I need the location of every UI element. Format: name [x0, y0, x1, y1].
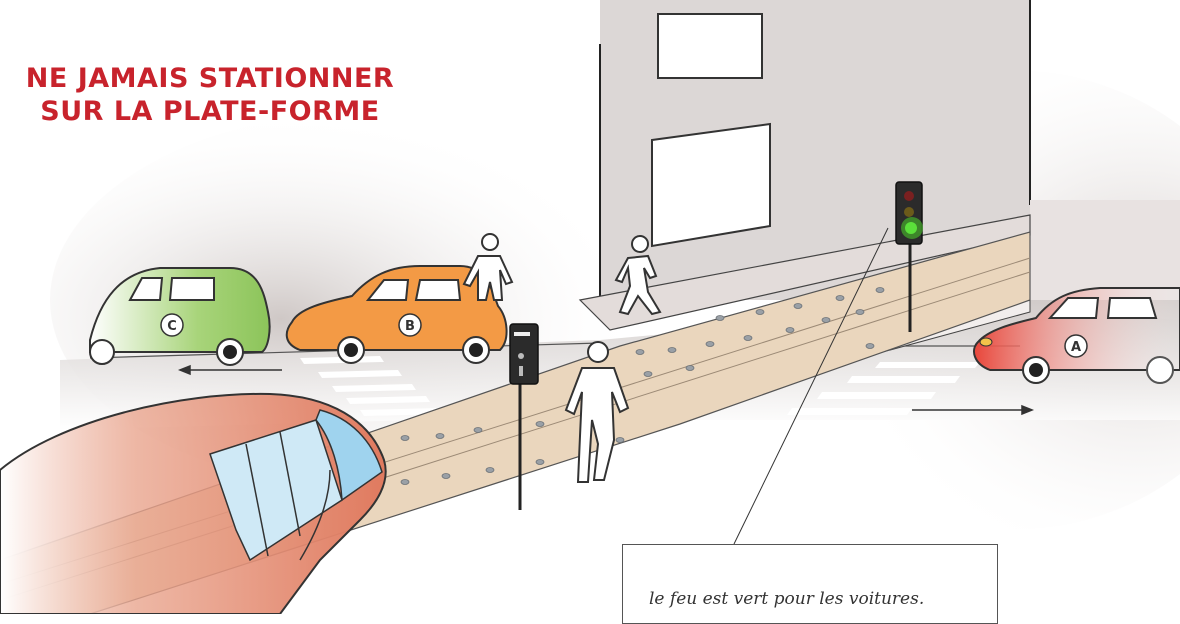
car-b-label: B	[405, 319, 415, 334]
building-window-top	[658, 14, 762, 78]
caption-text: le feu est vert pour les voitures.	[649, 589, 924, 609]
warning-title-line1: NE JAMAIS STATIONNER	[0, 62, 420, 95]
tram-icon	[0, 394, 386, 614]
green-light	[905, 222, 917, 234]
warning-title-line2: SUR LA PLATE-FORME	[0, 95, 420, 128]
warning-title: NE JAMAIS STATIONNER SUR LA PLATE-FORME	[0, 62, 420, 128]
car-a-label: A	[1071, 340, 1081, 355]
building-window-bottom	[652, 124, 770, 246]
caption-box: le feu est vert pour les voitures.	[622, 544, 998, 624]
car-c-label: C	[167, 319, 177, 334]
